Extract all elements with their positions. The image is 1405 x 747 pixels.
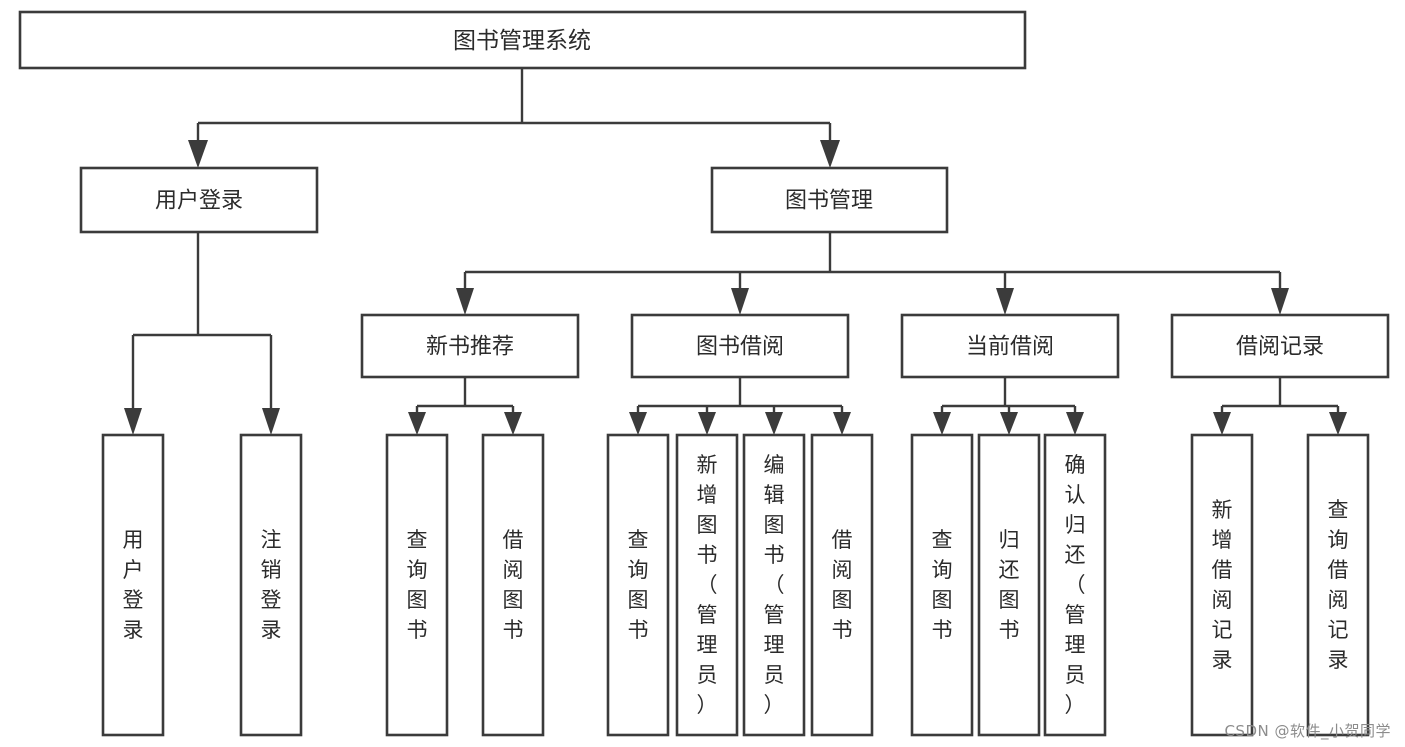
node-leaf-add-book-label: 新增图书（管理员） bbox=[697, 453, 718, 717]
node-leaf-user-login-box[interactable] bbox=[101, 433, 165, 737]
node-leaf-edit-book-label: 编辑图书（管理员） bbox=[764, 453, 785, 717]
node-leaf-confirm-return[interactable]: 确认归还（管理员） bbox=[1043, 433, 1107, 737]
node-user-login[interactable]: 用户登录 bbox=[79, 166, 319, 234]
node-leaf-query-book-1[interactable]: 查询图书 bbox=[385, 433, 449, 737]
node-root-label: 图书管理系统 bbox=[453, 28, 591, 54]
arrow-head-leaf-borrow-book-1 bbox=[504, 412, 522, 435]
node-book-borrow[interactable]: 图书借阅 bbox=[630, 313, 850, 379]
node-leaf-add-book-box[interactable] bbox=[675, 433, 739, 737]
arrow-head-leaf-query-book-1 bbox=[408, 412, 426, 435]
node-leaf-query-book-3-label: 查询图书 bbox=[932, 528, 953, 642]
leaf-layer: 用户登录 注销登录 查询图书 借阅图书 查询图书 新增图书（管理员） bbox=[101, 433, 1370, 737]
node-leaf-borrow-book-2-label: 借阅图书 bbox=[832, 528, 853, 642]
node-leaf-borrow-book-1[interactable]: 借阅图书 bbox=[481, 433, 545, 737]
arrow-head-leaf-user-login bbox=[124, 408, 142, 435]
node-current-borrow-label: 当前借阅 bbox=[966, 335, 1054, 360]
node-leaf-query-book-2-box[interactable] bbox=[606, 433, 670, 737]
node-leaf-user-login[interactable]: 用户登录 bbox=[101, 433, 165, 737]
node-leaf-query-record[interactable]: 查询借阅记录 bbox=[1306, 433, 1370, 737]
arrow-head-leaf-query-book-3 bbox=[933, 412, 951, 435]
node-borrow-record[interactable]: 借阅记录 bbox=[1170, 313, 1390, 379]
node-leaf-query-book-2[interactable]: 查询图书 bbox=[606, 433, 670, 737]
node-leaf-logout-login[interactable]: 注销登录 bbox=[239, 433, 303, 737]
node-leaf-add-book[interactable]: 新增图书（管理员） bbox=[675, 433, 739, 737]
node-leaf-logout-login-box[interactable] bbox=[239, 433, 303, 737]
node-leaf-add-record-label: 新增借阅记录 bbox=[1212, 498, 1233, 672]
node-leaf-edit-book-box[interactable] bbox=[742, 433, 806, 737]
node-leaf-query-record-box[interactable] bbox=[1306, 433, 1370, 737]
node-leaf-borrow-book-2-box[interactable] bbox=[810, 433, 874, 737]
node-user-login-box[interactable] bbox=[79, 166, 319, 234]
node-new-book-recommend-label: 新书推荐 bbox=[426, 335, 514, 360]
connector-layer bbox=[124, 68, 1347, 435]
node-leaf-confirm-return-label: 确认归还（管理员） bbox=[1065, 453, 1086, 717]
arrow-head-book-manage bbox=[820, 140, 840, 168]
node-book-manage[interactable]: 图书管理 bbox=[710, 166, 949, 234]
arrow-head-leaf-logout-login bbox=[262, 408, 280, 435]
node-leaf-query-record-label: 查询借阅记录 bbox=[1328, 498, 1349, 672]
node-leaf-return-book[interactable]: 归还图书 bbox=[977, 433, 1041, 737]
node-leaf-edit-book[interactable]: 编辑图书（管理员） bbox=[742, 433, 806, 737]
node-leaf-return-book-label: 归还图书 bbox=[999, 528, 1020, 642]
node-root[interactable]: 图书管理系统 bbox=[18, 10, 1027, 70]
node-root-box[interactable] bbox=[18, 10, 1027, 70]
node-leaf-borrow-book-2[interactable]: 借阅图书 bbox=[810, 433, 874, 737]
arrow-head-leaf-add-book bbox=[698, 412, 716, 435]
node-leaf-add-record-box[interactable] bbox=[1190, 433, 1254, 737]
csdn-watermark: CSDN @软件_小贺同学 bbox=[1224, 722, 1391, 740]
node-borrow-record-label: 借阅记录 bbox=[1236, 335, 1324, 360]
node-leaf-logout-login-label: 注销登录 bbox=[261, 528, 282, 642]
node-leaf-return-book-box[interactable] bbox=[977, 433, 1041, 737]
node-book-borrow-box[interactable] bbox=[630, 313, 850, 379]
node-book-manage-box[interactable] bbox=[710, 166, 949, 234]
arrow-head-leaf-return-book bbox=[1000, 412, 1018, 435]
arrow-head-current-borrow bbox=[996, 288, 1014, 315]
node-leaf-query-book-2-label: 查询图书 bbox=[628, 528, 649, 642]
arrow-head-leaf-confirm-return bbox=[1066, 412, 1084, 435]
node-borrow-record-box[interactable] bbox=[1170, 313, 1390, 379]
arrow-head-book-borrow bbox=[731, 288, 749, 315]
arrow-head-user-login bbox=[188, 140, 208, 168]
node-leaf-query-book-3[interactable]: 查询图书 bbox=[910, 433, 974, 737]
arrow-head-leaf-query-record bbox=[1329, 412, 1347, 435]
node-current-borrow[interactable]: 当前借阅 bbox=[900, 313, 1120, 379]
arrow-head-new-book-recommend bbox=[456, 288, 474, 315]
node-leaf-query-book-1-label: 查询图书 bbox=[407, 528, 428, 642]
node-leaf-confirm-return-box[interactable] bbox=[1043, 433, 1107, 737]
arrow-head-leaf-edit-book bbox=[765, 412, 783, 435]
node-leaf-query-book-1-box[interactable] bbox=[385, 433, 449, 737]
node-leaf-query-book-3-box[interactable] bbox=[910, 433, 974, 737]
arrow-head-leaf-query-book-2 bbox=[629, 412, 647, 435]
node-book-manage-label: 图书管理 bbox=[785, 189, 873, 214]
node-book-borrow-label: 图书借阅 bbox=[696, 335, 784, 360]
node-current-borrow-box[interactable] bbox=[900, 313, 1120, 379]
arrow-head-borrow-record bbox=[1271, 288, 1289, 315]
arrow-head-leaf-add-record bbox=[1213, 412, 1231, 435]
node-leaf-borrow-book-1-label: 借阅图书 bbox=[503, 528, 524, 642]
node-new-book-recommend-box[interactable] bbox=[360, 313, 580, 379]
node-new-book-recommend[interactable]: 新书推荐 bbox=[360, 313, 580, 379]
arrow-head-leaf-borrow-book-2 bbox=[833, 412, 851, 435]
node-user-login-label: 用户登录 bbox=[155, 189, 243, 214]
node-leaf-borrow-book-1-box[interactable] bbox=[481, 433, 545, 737]
node-leaf-user-login-label: 用户登录 bbox=[123, 528, 144, 642]
node-leaf-add-record[interactable]: 新增借阅记录 bbox=[1190, 433, 1254, 737]
